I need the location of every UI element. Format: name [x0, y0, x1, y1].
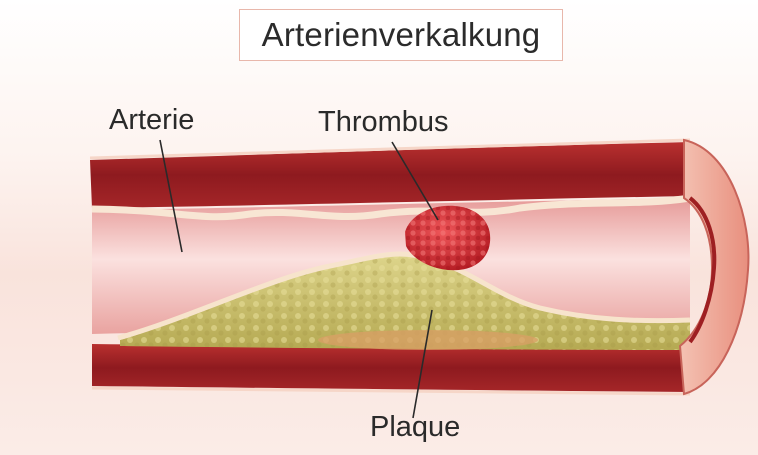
label-thrombus: Thrombus: [318, 106, 449, 139]
label-plaque: Plaque: [370, 411, 460, 444]
vessel-wall-bottom: [92, 344, 690, 392]
vessel-wall-top: [90, 142, 692, 208]
label-artery: Arterie: [109, 104, 194, 137]
diagram-title: Arterienverkalkung: [239, 9, 563, 61]
